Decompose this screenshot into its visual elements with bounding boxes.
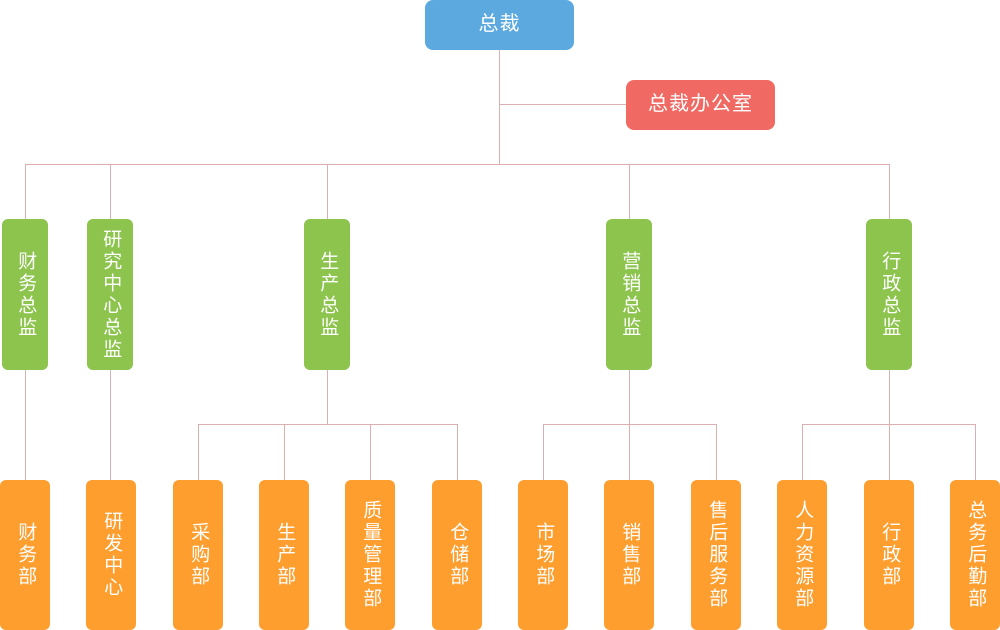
node-director-finance[interactable]: 财务总监: [2, 219, 48, 370]
node-dept-after-sales-service[interactable]: 售后服务部: [691, 480, 741, 630]
connector-admin-drop-admin: [889, 424, 890, 480]
connector-research-to-dept: [110, 370, 111, 480]
connector-drop-research: [110, 164, 111, 219]
connector-admin-stem: [889, 370, 890, 425]
connector-production-stem: [327, 370, 328, 425]
connector-marketing-drop-market: [543, 424, 544, 480]
node-dept-production[interactable]: 生产部: [259, 480, 309, 630]
node-dept-market[interactable]: 市场部: [518, 480, 568, 630]
connector-production-drop-purchasing: [198, 424, 199, 480]
connector-drop-finance: [25, 164, 26, 219]
connector-director-bus: [25, 164, 890, 165]
connector-admin-bus: [802, 424, 975, 425]
connector-marketing-drop-service: [716, 424, 717, 480]
node-dept-rd-center[interactable]: 研发中心: [86, 480, 136, 630]
connector-ceo-trunk: [499, 50, 500, 165]
connector-production-drop-production: [284, 424, 285, 480]
node-dept-admin[interactable]: 行政部: [864, 480, 914, 630]
connector-admin-drop-hr: [802, 424, 803, 480]
connector-production-drop-quality: [370, 424, 371, 480]
node-dept-finance[interactable]: 财务部: [0, 480, 50, 630]
node-director-research[interactable]: 研究中心总监: [87, 219, 133, 370]
connector-marketing-drop-sales: [629, 424, 630, 480]
node-president-office[interactable]: 总裁办公室: [626, 80, 775, 130]
node-ceo[interactable]: 总裁: [425, 0, 574, 50]
node-dept-logistics[interactable]: 总务后勤部: [950, 480, 1000, 630]
connector-finance-to-dept: [25, 370, 26, 480]
connector-production-bus: [198, 424, 457, 425]
connector-admin-drop-logistics: [975, 424, 976, 480]
node-director-production[interactable]: 生产总监: [304, 219, 350, 370]
connector-drop-production: [327, 164, 328, 219]
node-dept-quality[interactable]: 质量管理部: [345, 480, 395, 630]
node-dept-purchasing[interactable]: 采购部: [173, 480, 223, 630]
connector-ceo-to-office: [499, 104, 626, 105]
node-dept-warehouse[interactable]: 仓储部: [432, 480, 482, 630]
node-dept-hr[interactable]: 人力资源部: [777, 480, 827, 630]
node-dept-sales[interactable]: 销售部: [604, 480, 654, 630]
connector-drop-admin: [889, 164, 890, 219]
node-director-marketing[interactable]: 营销总监: [606, 219, 652, 370]
connector-drop-marketing: [629, 164, 630, 219]
connector-production-drop-warehouse: [457, 424, 458, 480]
connector-marketing-stem: [629, 370, 630, 425]
node-director-admin[interactable]: 行政总监: [866, 219, 912, 370]
